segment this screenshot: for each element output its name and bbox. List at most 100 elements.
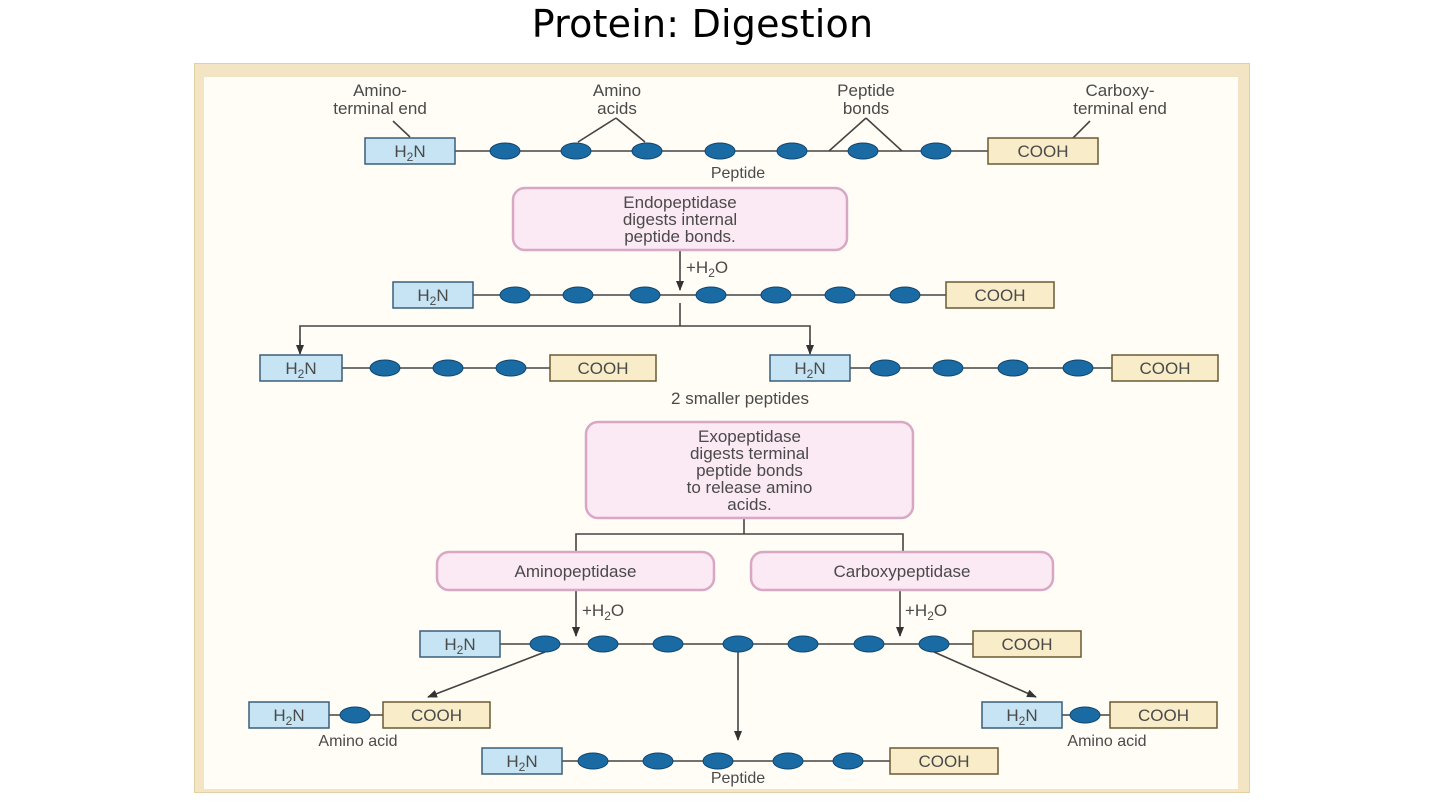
amino-acid-bead <box>824 286 856 304</box>
amino-acid-bead <box>339 706 371 724</box>
amine-label: H2N <box>1006 706 1037 728</box>
endopeptidase-box <box>511 186 849 252</box>
carboxyl-label: COOH <box>919 752 970 771</box>
carboxyl-label: COOH <box>1018 142 1069 161</box>
amine-terminal: H2N <box>392 281 474 309</box>
peptide-chains: H2N COOH H2N COOH H2N COOH H2N COOH H2N COOH H2N CO… <box>248 137 1219 775</box>
amino-acid-bead <box>920 142 952 160</box>
carboxyl-box <box>382 701 491 729</box>
amine-label: H2N <box>506 752 537 774</box>
carboxypeptidase-text-1: Carboxypeptidase <box>833 562 970 581</box>
label-peptide-bonds-line-1: Peptide <box>837 81 895 100</box>
amino-acid-bead <box>787 635 819 653</box>
amine-label: H2N <box>444 635 475 657</box>
amino-acid-bead <box>704 142 736 160</box>
carboxyl-box <box>987 137 1099 165</box>
amino-acid-bead <box>853 635 885 653</box>
endopeptidase-text-3: peptide bonds. <box>624 227 736 246</box>
pointer-amino-acid-1 <box>577 117 617 143</box>
amine-box <box>769 354 851 382</box>
amine-box <box>248 701 330 729</box>
endopeptidase-text-2: digests internal <box>623 210 737 229</box>
amino-acid-bead <box>889 286 921 304</box>
carboxyl-terminal: COOH <box>889 747 999 775</box>
amino-acid-bead <box>587 635 619 653</box>
amino-acid-bead <box>832 752 864 770</box>
carboxyl-terminal: COOH <box>972 630 1082 658</box>
amine-label: H2N <box>394 142 425 164</box>
exopeptidase-text-1: Exopeptidase <box>698 427 801 446</box>
pointer-peptide-bond-1 <box>828 117 867 152</box>
exopeptidase-text-4: to release amino <box>687 478 813 497</box>
amino-acid-bead <box>369 359 401 377</box>
amine-label: H2N <box>794 359 825 381</box>
carboxyl-box <box>1111 354 1219 382</box>
carboxyl-terminal: COOH <box>1109 701 1218 729</box>
amine-terminal: H2N <box>769 354 851 382</box>
amino-acid-bead <box>432 359 464 377</box>
amino-acid-bead <box>722 635 754 653</box>
amine-box <box>364 137 456 165</box>
amine-label: H2N <box>273 706 304 728</box>
exopeptidase-text-5: acids. <box>727 495 771 514</box>
water-label: +H2O <box>582 601 624 623</box>
carboxyl-label: COOH <box>975 286 1026 305</box>
amino-acid-bead <box>499 286 531 304</box>
slide-title: Protein: Digestion <box>531 2 874 46</box>
amine-box <box>392 281 474 309</box>
amino-acid-bead <box>560 142 592 160</box>
amino-acid-bead <box>695 286 727 304</box>
amine-label: H2N <box>285 359 316 381</box>
amine-terminal: H2N <box>419 630 501 658</box>
label-amino-acids-line-2: acids <box>597 99 637 118</box>
label-amino-terminal-end-line-1: Amino- <box>353 81 407 100</box>
aminopeptidase-box <box>435 550 716 592</box>
amino-acid-bead <box>489 142 521 160</box>
amine-box <box>419 630 501 658</box>
amino-acid-bead <box>629 286 661 304</box>
amine-terminal: H2N <box>248 701 330 729</box>
amino-acid-bead <box>918 635 950 653</box>
amino-acid-bead <box>652 635 684 653</box>
pointer-amino-terminal <box>392 120 411 138</box>
carboxyl-box <box>889 747 999 775</box>
exopeptidase-branch <box>575 533 904 552</box>
amino-acid-bead <box>1069 706 1101 724</box>
carboxyl-terminal: COOH <box>382 701 491 729</box>
carboxyl-terminal: COOH <box>945 281 1055 309</box>
label-amino-acid-right: Amino acid <box>1067 733 1146 750</box>
carboxyl-terminal: COOH <box>987 137 1099 165</box>
exopeptidase-text-3: peptide bonds <box>696 461 803 480</box>
pointer-carboxy-terminal <box>1071 120 1091 140</box>
carboxyl-box <box>945 281 1055 309</box>
aminopeptidase-text-1: Aminopeptidase <box>515 562 637 581</box>
water-label: +H2O <box>905 601 947 623</box>
amino-acid-bead <box>847 142 879 160</box>
label-amino-acids-line-1: Amino <box>593 81 641 100</box>
pointer-peptide-bond-2 <box>865 117 903 152</box>
endopeptidase-text-1: Endopeptidase <box>623 193 736 212</box>
amine-label: H2N <box>417 286 448 308</box>
amine-box <box>981 701 1063 729</box>
pointer-amino-acid-2 <box>615 117 646 143</box>
aminopeptidase: Aminopeptidase <box>435 550 716 592</box>
label-2-smaller-peptides: 2 smaller peptides <box>671 389 809 408</box>
amine-terminal: H2N <box>981 701 1063 729</box>
carboxypeptidase-box <box>749 550 1055 592</box>
carboxyl-box <box>972 630 1082 658</box>
exopeptidase-box <box>584 420 915 520</box>
water-label: +H2O <box>686 258 728 280</box>
amino-acid-bead <box>932 359 964 377</box>
amino-acid-bead <box>869 359 901 377</box>
carboxyl-label: COOH <box>1002 635 1053 654</box>
label-peptide-bottom: Peptide <box>711 770 765 787</box>
amino-acid-bead <box>495 359 527 377</box>
carboxyl-terminal: COOH <box>549 354 657 382</box>
carboxypeptidase: Carboxypeptidase <box>749 550 1055 592</box>
arrow-release-right <box>933 651 1037 698</box>
carboxyl-label: COOH <box>1138 706 1189 725</box>
amino-acid-bead <box>562 286 594 304</box>
